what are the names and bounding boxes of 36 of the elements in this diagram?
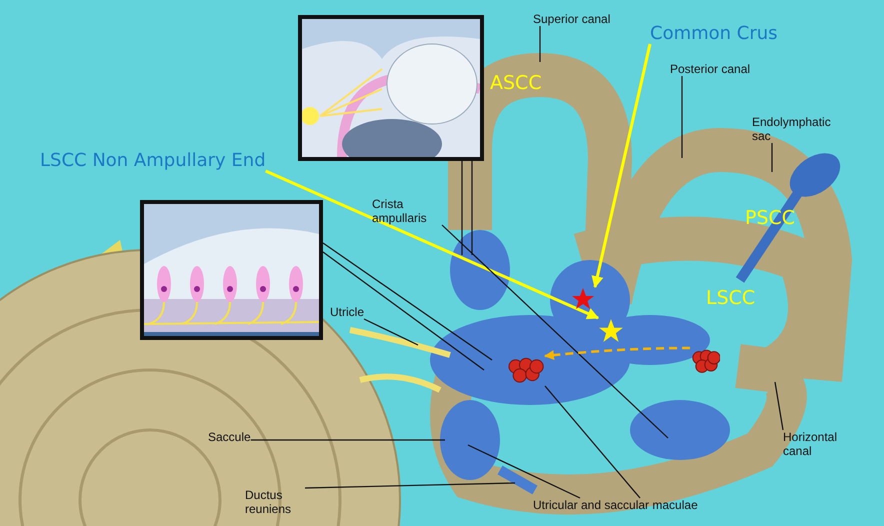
leader-line — [539, 26, 541, 62]
leader-line — [774, 382, 784, 430]
leader-line — [442, 224, 668, 438]
leader-line — [250, 439, 445, 441]
leader-line — [544, 386, 640, 498]
leader-line — [468, 444, 580, 499]
callout-label: Common Crus — [650, 24, 778, 44]
hair-cell-inset-picture — [140, 200, 323, 340]
leader-line — [471, 161, 473, 255]
canal-abbreviation: PSCC — [745, 207, 796, 229]
star-marker — [571, 287, 595, 311]
part-label: Utricle — [330, 305, 364, 319]
star-marker — [598, 318, 624, 344]
part-label: Utricular and saccular maculae — [533, 498, 698, 512]
part-label: Ductus reuniens — [245, 488, 305, 516]
leader-line — [461, 161, 463, 255]
canal-abbreviation: ASCC — [490, 72, 542, 94]
arrow — [592, 44, 652, 288]
crista-inset-picture — [298, 15, 484, 161]
part-label: Posterior canal — [670, 62, 750, 76]
arrow — [544, 346, 690, 360]
callout-label: LSCC Non Ampullary End — [40, 151, 266, 171]
part-label: Saccule — [208, 430, 251, 444]
canal-abbreviation: LSCC — [706, 287, 756, 309]
part-label: Crista ampullaris — [372, 197, 442, 225]
arrow — [265, 170, 600, 320]
leader-line — [322, 252, 484, 370]
leader-line — [771, 143, 773, 172]
leader-line — [681, 76, 683, 158]
leader-line — [304, 482, 516, 489]
leader-line — [364, 318, 418, 346]
part-label: Endolymphatic sac — [752, 115, 842, 143]
part-label: Superior canal — [533, 12, 610, 26]
otoconia-cluster — [690, 348, 720, 376]
leader-line — [322, 242, 492, 360]
part-label: Horizontal canal — [783, 430, 848, 458]
